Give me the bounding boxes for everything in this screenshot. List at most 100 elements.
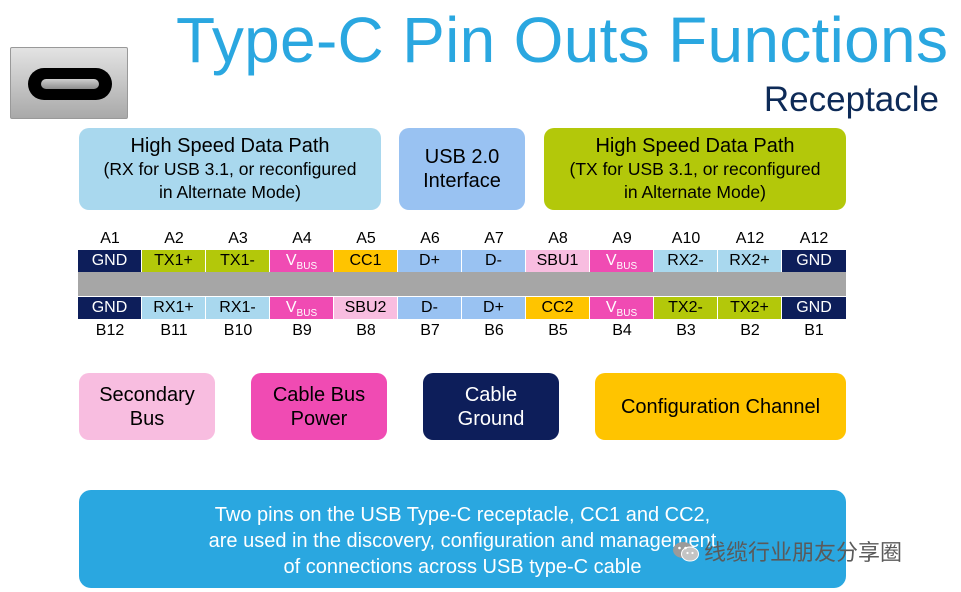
watermark-text: 线缆行业朋友分享圈 bbox=[704, 540, 903, 565]
a-pin-label: A12 bbox=[799, 230, 829, 247]
pin-name: TX2- bbox=[668, 299, 703, 316]
pin-cell: GND bbox=[78, 250, 142, 272]
pin-cell: GND bbox=[78, 297, 142, 319]
note-line-1: Two pins on the USB Type-C receptacle, C… bbox=[214, 504, 711, 526]
pin-cell: VBUS bbox=[590, 297, 654, 319]
pin-name: D+ bbox=[419, 252, 440, 269]
page-subtitle: Receptacle bbox=[763, 80, 939, 119]
pin-name-subscript: BUS bbox=[616, 308, 638, 319]
pin-cell: VBUS bbox=[590, 250, 654, 272]
usb-c-tongue bbox=[41, 79, 99, 89]
receptacle-tongue-bar bbox=[78, 272, 846, 296]
pin-name: RX1+ bbox=[153, 299, 194, 316]
legend-usb2-line2: Interface bbox=[423, 170, 501, 192]
pin-name: TX2+ bbox=[730, 299, 769, 316]
b-pin-label: B10 bbox=[223, 322, 253, 339]
pin-cell: GND bbox=[782, 297, 846, 319]
legend-hs-rx: High Speed Data Path (RX for USB 3.1, or… bbox=[79, 128, 381, 210]
a-pin-label: A1 bbox=[100, 230, 120, 247]
a-pin-label: A8 bbox=[548, 230, 568, 247]
pin-cell: GND bbox=[782, 250, 846, 272]
pin-name: RX2+ bbox=[729, 252, 770, 269]
a-pin-label: A7 bbox=[484, 230, 504, 247]
b-pin-label: B9 bbox=[292, 322, 312, 339]
pin-name: SBU1 bbox=[536, 252, 579, 269]
legend-secondary-bus-line1: Secondary bbox=[99, 383, 195, 406]
legend-usb2-line1: USB 2.0 bbox=[424, 146, 500, 168]
pin-name: TX1+ bbox=[154, 252, 193, 269]
a-pin-label: A9 bbox=[612, 230, 632, 247]
pin-name: V bbox=[285, 299, 297, 316]
legend-usb2: USB 2.0 Interface bbox=[399, 128, 525, 210]
legend-cable-ground-line1: Cable bbox=[464, 383, 518, 406]
page-title: Type-C Pin Outs Functions bbox=[176, 4, 949, 76]
legend-cable-bus-power: Cable Bus Power bbox=[251, 373, 387, 440]
a-pin-labels: A1 A2 A3 A4 A5 A6 A7 A8 A9 A10 A12 A12 bbox=[78, 229, 846, 249]
legend-cable-ground: Cable Ground bbox=[423, 373, 559, 440]
b-pin-label: B11 bbox=[160, 322, 188, 339]
pin-name: CC1 bbox=[349, 252, 382, 269]
pin-cell: VBUS bbox=[270, 297, 334, 319]
b-pin-label: B2 bbox=[740, 322, 760, 339]
a-pin-label: A10 bbox=[671, 230, 701, 247]
pin-name-subscript: BUS bbox=[296, 308, 318, 319]
pin-cell: D+ bbox=[462, 297, 526, 319]
legend-configuration-channel: Configuration Channel bbox=[595, 373, 846, 440]
pin-name: V bbox=[605, 252, 617, 269]
b-pin-label: B8 bbox=[356, 322, 376, 339]
cc-pins-note: Two pins on the USB Type-C receptacle, C… bbox=[79, 490, 846, 588]
pin-name: D- bbox=[485, 252, 502, 269]
legend-hs-rx-line2: (RX for USB 3.1, or reconfigured bbox=[103, 159, 357, 179]
pin-cell: VBUS bbox=[270, 250, 334, 272]
watermark: 线缆行业朋友分享圈 bbox=[672, 535, 902, 567]
pin-name: SBU2 bbox=[344, 299, 387, 316]
usb-c-port bbox=[28, 68, 112, 100]
pin-name: GND bbox=[796, 252, 832, 269]
pin-name: V bbox=[605, 299, 617, 316]
pin-cell: SBU1 bbox=[526, 250, 590, 272]
legend-hs-tx-line2: (TX for USB 3.1, or reconfigured bbox=[569, 159, 821, 179]
pin-cell: RX1+ bbox=[142, 297, 206, 319]
pin-cell: CC1 bbox=[334, 250, 398, 272]
pin-name: TX1- bbox=[220, 252, 255, 269]
pin-name: RX1- bbox=[219, 299, 256, 316]
wechat-icon bbox=[673, 542, 699, 562]
legend-hs-rx-title: High Speed Data Path bbox=[130, 135, 330, 157]
legend-secondary-bus-line2: Bus bbox=[129, 407, 165, 430]
pin-cell: D- bbox=[398, 297, 462, 319]
pin-name: D+ bbox=[483, 299, 504, 316]
b-pin-label: B3 bbox=[676, 322, 696, 339]
legend-cable-bus-power-line2: Power bbox=[290, 407, 348, 430]
note-line-3: of connections across USB type-C cable bbox=[283, 556, 642, 578]
pin-cell: TX2+ bbox=[718, 297, 782, 319]
pin-cell: TX2- bbox=[654, 297, 718, 319]
b-pin-label: B4 bbox=[612, 322, 632, 339]
note-line-2: are used in the discovery, configuration… bbox=[208, 530, 717, 552]
a-pin-label: A6 bbox=[420, 230, 440, 247]
a-pin-label: A4 bbox=[292, 230, 312, 247]
b-pin-label: B7 bbox=[420, 322, 440, 339]
b-pin-label: B12 bbox=[95, 322, 125, 339]
legend-secondary-bus: Secondary Bus bbox=[79, 373, 215, 440]
pin-name: CC2 bbox=[541, 299, 574, 316]
b-pin-label: B6 bbox=[484, 322, 504, 339]
a-pin-label: A2 bbox=[164, 230, 184, 247]
pin-name: GND bbox=[796, 299, 832, 316]
legend-hs-tx: High Speed Data Path (TX for USB 3.1, or… bbox=[544, 128, 846, 210]
pin-name-subscript: BUS bbox=[296, 261, 318, 272]
pin-name: D- bbox=[421, 299, 438, 316]
pin-name: GND bbox=[91, 299, 128, 316]
a-pin-label: A5 bbox=[356, 230, 376, 247]
a-pin-label: A12 bbox=[735, 230, 765, 247]
pin-cell: D- bbox=[462, 250, 526, 272]
b-pin-label: B5 bbox=[548, 322, 568, 339]
legend-cable-ground-line2: Ground bbox=[457, 407, 525, 430]
pin-cell: TX1- bbox=[206, 250, 270, 272]
a-pin-label: A3 bbox=[228, 230, 248, 247]
legend-hs-rx-line3: in Alternate Mode) bbox=[158, 182, 301, 202]
pin-name-subscript: BUS bbox=[616, 261, 638, 272]
pin-cell: SBU2 bbox=[334, 297, 398, 319]
